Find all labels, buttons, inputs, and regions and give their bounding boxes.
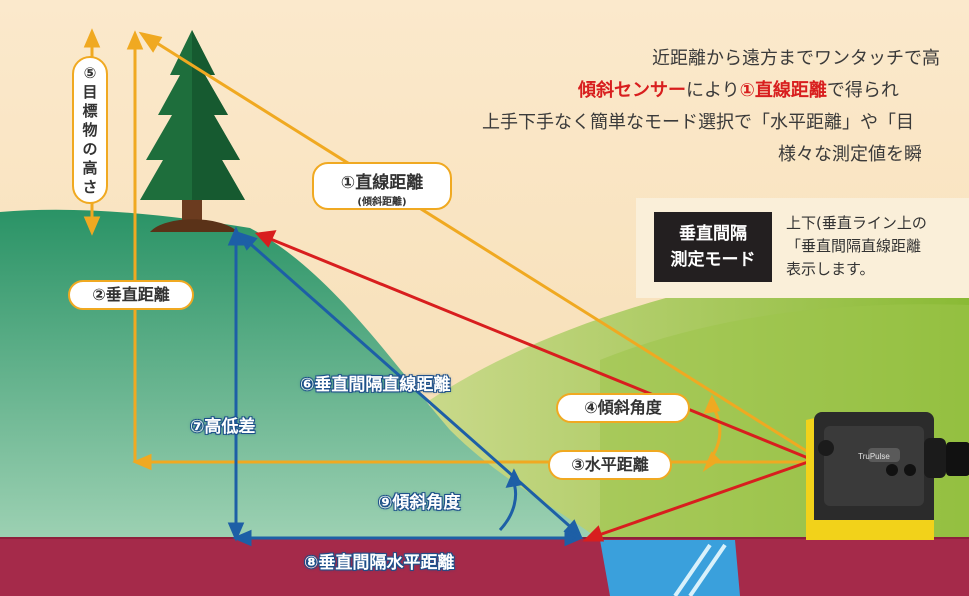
intro-line-4: 様々な測定値を瞬: [778, 144, 922, 165]
mode-badge: 垂直間隔 測定モード: [654, 212, 772, 282]
label-target-height-char: ⑤: [83, 64, 97, 82]
mode-desc-line-1: 上下(垂直ライン上の: [786, 214, 927, 232]
mode-desc-line-2: 「垂直間隔直線距離: [786, 237, 922, 255]
red-lines: [254, 230, 809, 542]
device-screen-text: TruPulse: [858, 452, 890, 461]
mode-description: 上下(垂直ライン上の 「垂直間隔直線距離 表示します。: [786, 212, 927, 281]
intro-line-3: 上手下手なく簡単なモード選択で「水平距離」や「目: [482, 112, 914, 133]
mode-desc-line-3: 表示します。: [786, 260, 875, 278]
mode-badge-line-2: 測定モード: [670, 250, 756, 270]
rangefinder-device: TruPulse: [806, 412, 969, 540]
label-incline-angle-9: ⑨傾斜角度: [378, 493, 461, 513]
label-target-height-char: 高: [82, 159, 98, 177]
label-incline-angle-4: ④傾斜角度: [556, 393, 690, 423]
intro-line-2: 傾斜センサーにより①直線距離で得られ: [578, 76, 899, 102]
intro-line-1: 近距離から遠方までワンタッチで高: [652, 48, 940, 69]
mode-badge-line-1: 垂直間隔: [679, 224, 747, 244]
label-vertical-distance: ②垂直距離: [68, 280, 194, 310]
label-straight-distance-sub: (傾斜距離): [357, 197, 407, 208]
label-target-height-char: の: [82, 140, 98, 158]
water: [600, 540, 740, 596]
label-vertical-interval-straight: ⑥垂直間隔直線距離: [300, 375, 451, 395]
ground-strip: [0, 538, 969, 596]
label-target-height-char: さ: [82, 178, 98, 196]
label-target-height-char: 標: [82, 102, 98, 120]
label-vertical-interval-horizontal: ⑧垂直間隔水平距離: [304, 553, 455, 573]
intro-line-2-mid: により: [686, 80, 740, 101]
blue-lines: [227, 226, 584, 547]
label-straight-distance-main: ①直線距離: [340, 173, 424, 193]
intro-line-2-end: で得られ: [826, 80, 899, 101]
label-horizontal-distance: ③水平距離: [548, 450, 672, 480]
label-target-height-char: 目: [82, 83, 98, 101]
water-glint: [673, 543, 727, 596]
label-elevation-difference: ⑦高低差: [190, 417, 256, 437]
intro-red-sensor: 傾斜センサー: [578, 80, 686, 101]
label-target-height-char: 物: [82, 121, 98, 139]
intro-red-distance: ①直線距離: [739, 80, 827, 101]
mode-card: 垂直間隔 測定モード 上下(垂直ライン上の 「垂直間隔直線距離 表示します。: [636, 198, 969, 298]
label-straight-distance: ①直線距離 (傾斜距離): [312, 162, 452, 210]
